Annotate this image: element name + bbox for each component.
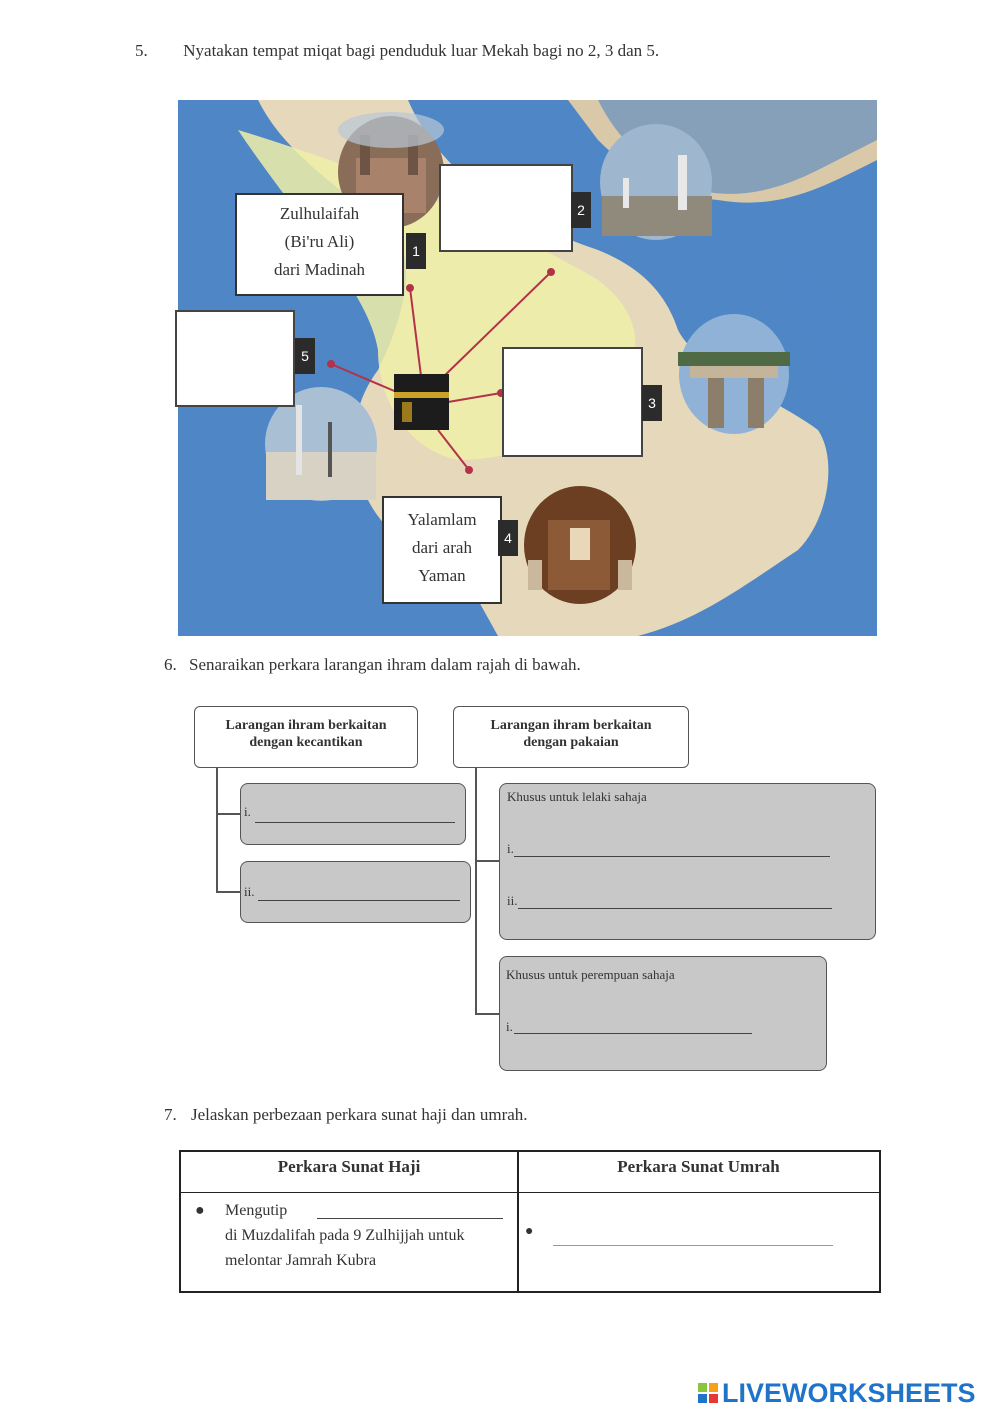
kecantikan-item-2: ii. (240, 861, 471, 923)
tree-connector (475, 1013, 499, 1015)
umrah-answer-blank[interactable] (553, 1245, 833, 1246)
kaaba-icon (394, 374, 449, 430)
item-numeral: i. (244, 804, 251, 819)
sunat-table: Perkara Sunat Haji Perkara Sunat Umrah ●… (179, 1150, 881, 1293)
haji-text-line: melontar Jamrah Kubra (225, 1252, 377, 1269)
tree-connector (475, 768, 477, 1014)
miqat-number-1: 1 (406, 233, 426, 269)
miqat-label-1: Zulhulaifah (Bi'ru Ali) dari Madinah (235, 193, 404, 296)
question-number: 6. (164, 655, 177, 674)
question-6: 6. Senaraikan perkara larangan ihram dal… (164, 655, 581, 675)
header-line: Larangan ihram berkaitan (225, 718, 387, 733)
item-numeral: ii. (244, 884, 255, 899)
miqat-number-2: 2 (571, 192, 591, 228)
tree-connector (216, 813, 240, 815)
photo-yalamlam-mosque (524, 486, 636, 604)
kecantikan-item-1: i. (240, 783, 466, 845)
label-line: Yalamlam (407, 510, 477, 529)
women-answer-1[interactable] (514, 1033, 752, 1034)
col-header-haji: Perkara Sunat Haji (181, 1152, 517, 1193)
photo-zatu-irqin (265, 387, 377, 501)
photo-al-juhfah (600, 124, 712, 240)
miqat-number-4: 4 (498, 520, 518, 556)
miqat-label-4: Yalamlam dari arah Yaman (382, 496, 502, 604)
liveworksheets-logo: LIVEWORKSHEETS (698, 1378, 976, 1409)
question-number: 5. (135, 41, 148, 60)
header-line: dengan pakaian (523, 735, 619, 750)
item-numeral: ii. (507, 893, 518, 908)
item-numeral: i. (506, 1019, 513, 1034)
haji-bullet-text: Mengutip di Muzdalifah pada 9 Zulhijjah … (225, 1198, 525, 1273)
label-line: dari arah (412, 538, 472, 557)
women-only-title: Khusus untuk perempuan sahaja (506, 967, 675, 982)
men-answer-2[interactable] (518, 908, 832, 909)
men-answer-1[interactable] (514, 856, 830, 857)
brand-text: LIVEWORKSHEETS (722, 1378, 976, 1408)
question-7: 7. Jelaskan perbezaan perkara sunat haji… (164, 1105, 528, 1125)
item-numeral: i. (507, 841, 514, 856)
haji-answer-blank[interactable] (317, 1218, 503, 1219)
label-line: (Bi'ru Ali) (284, 232, 355, 251)
question-text: Senaraikan perkara larangan ihram dalam … (189, 655, 581, 674)
men-only-title: Khusus untuk lelaki sahaja (507, 789, 647, 804)
haji-text-line: di Muzdalifah pada 9 Zulhijjah untuk (225, 1227, 465, 1244)
kecantikan-answer-2[interactable] (258, 900, 460, 901)
liveworksheets-icon (698, 1379, 718, 1403)
label-line: Yaman (418, 566, 466, 585)
bullet-icon: ● (195, 1202, 205, 1219)
header-line: Larangan ihram berkaitan (490, 718, 652, 733)
kecantikan-answer-1[interactable] (255, 822, 455, 823)
haji-text-line: Mengutip (225, 1202, 288, 1219)
miqat-number-5: 5 (295, 338, 315, 374)
label-line: Zulhulaifah (279, 204, 360, 223)
miqat-answer-5[interactable] (175, 310, 295, 407)
header-kecantikan: Larangan ihram berkaitan dengan kecantik… (194, 706, 418, 768)
tree-connector (475, 860, 499, 862)
men-only-box: Khusus untuk lelaki sahaja i. ii. (499, 783, 876, 940)
miqat-answer-3[interactable] (502, 347, 643, 457)
tree-connector (216, 768, 218, 892)
question-text: Jelaskan perbezaan perkara sunat haji da… (191, 1105, 528, 1124)
bullet-icon: ● (525, 1224, 534, 1239)
label-line: dari Madinah (273, 260, 366, 279)
header-pakaian: Larangan ihram berkaitan dengan pakaian (453, 706, 689, 768)
women-only-box: Khusus untuk perempuan sahaja i. (499, 956, 827, 1071)
question-text: Nyatakan tempat miqat bagi penduduk luar… (183, 41, 660, 60)
miqat-number-3: 3 (642, 385, 662, 421)
header-line: dengan kecantikan (249, 735, 363, 750)
col-header-umrah: Perkara Sunat Umrah (518, 1152, 879, 1193)
table-divider (517, 1152, 519, 1291)
miqat-answer-2[interactable] (439, 164, 573, 252)
tree-connector (216, 891, 240, 893)
miqat-map: Zulhulaifah (Bi'ru Ali) dari Madinah 1 2… (175, 100, 877, 636)
photo-qarnul-manazil (678, 314, 790, 434)
question-number: 7. (164, 1105, 177, 1124)
question-5: 5. Nyatakan tempat miqat bagi penduduk l… (135, 41, 659, 61)
